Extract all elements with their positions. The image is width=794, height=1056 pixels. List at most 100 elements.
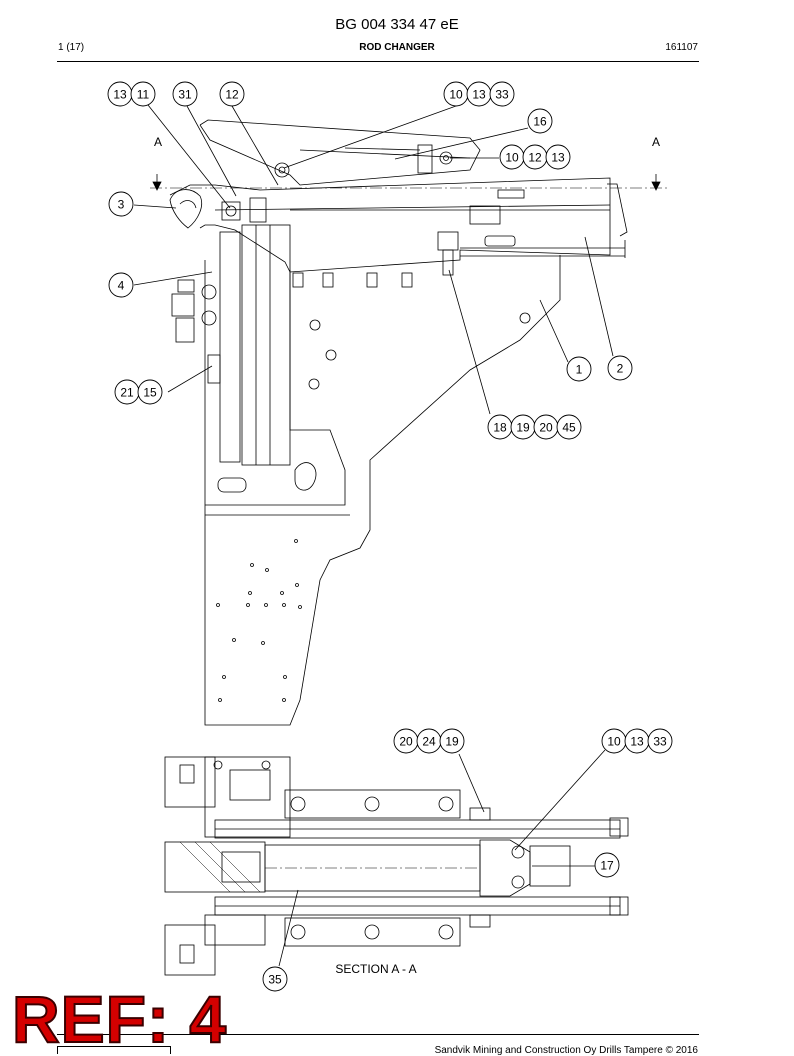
callout-number: 3: [118, 198, 125, 212]
page-indicator: 1 (17): [58, 42, 85, 53]
small-hole: [216, 603, 220, 607]
bolt-circle: [225, 205, 237, 217]
callout-number: 4: [118, 279, 125, 293]
tab: [497, 189, 525, 199]
fitting: [171, 293, 195, 317]
bolt: [292, 272, 304, 288]
hole: [519, 312, 531, 324]
callout-circle: [439, 728, 465, 754]
callout-number: 33: [653, 735, 667, 749]
clamp-body: [221, 851, 261, 883]
leader: [283, 105, 457, 169]
callout-number: 11: [137, 88, 150, 102]
bolt: [401, 272, 413, 288]
hatch: [179, 841, 231, 893]
upper-rail: [284, 789, 461, 819]
callout-circle: [130, 81, 156, 107]
section-arrowhead-left: [152, 181, 162, 191]
rail-bolt: [290, 796, 306, 812]
callout-number: 2: [617, 362, 624, 376]
header-rule: [57, 61, 699, 62]
callout-number: 24: [422, 735, 436, 749]
small-hole: [250, 563, 254, 567]
pin: [274, 162, 290, 178]
small-hole: [282, 698, 286, 702]
rail-bolt: [438, 924, 454, 940]
callout-circle: [262, 966, 288, 992]
leader: [448, 269, 491, 415]
bracket: [249, 197, 267, 223]
cover-line: [344, 147, 421, 151]
arm-line: [214, 204, 611, 211]
section-marker-right: A: [652, 135, 660, 149]
callout-number: 13: [630, 735, 644, 749]
callout-number: 13: [551, 151, 565, 165]
cylinder: [219, 231, 241, 463]
left-frame: [164, 756, 216, 808]
callout-circle: [172, 81, 198, 107]
company-logo: [57, 1046, 171, 1054]
left-frame-detail: [179, 764, 195, 784]
bolt: [322, 272, 334, 288]
lower-housing: [204, 914, 266, 946]
leader: [186, 105, 237, 197]
rail-bolt: [290, 924, 306, 940]
callout-circle: [108, 191, 134, 217]
rail-bolt: [364, 796, 380, 812]
callout-number: 19: [445, 735, 459, 749]
small-hole: [246, 603, 250, 607]
bolt-group: [437, 231, 459, 251]
callout-number: 12: [225, 88, 239, 102]
section-marker-left: A: [154, 135, 162, 149]
callout-number: 17: [600, 859, 614, 873]
callout-number: 12: [528, 151, 542, 165]
leader: [539, 299, 569, 363]
left-frame-detail: [179, 944, 195, 964]
hole: [325, 349, 337, 361]
bolt: [366, 272, 378, 288]
right-end: [609, 817, 629, 837]
callout-number: 21: [120, 386, 134, 400]
cutout: [294, 462, 317, 491]
callout-number: 45: [562, 421, 576, 435]
drawing-title: ROD CHANGER: [359, 42, 435, 53]
slot: [484, 235, 516, 247]
callout-number: 16: [533, 115, 547, 129]
fitting-nut: [201, 284, 217, 300]
callout-circle: [545, 144, 571, 170]
callout-number: 10: [607, 735, 621, 749]
bolt-circle: [213, 760, 223, 770]
callout-circle: [607, 355, 633, 381]
footer-rule: [57, 1034, 699, 1035]
fitting: [177, 279, 195, 293]
jaw-pin: [511, 875, 525, 889]
footer-copyright: Sandvik Mining and Construction Oy Drill…: [434, 1045, 698, 1056]
small-hole: [264, 603, 268, 607]
section-label: SECTION A - A: [335, 962, 416, 976]
section-arrowhead-right: [651, 181, 661, 191]
callout-circle: [594, 852, 620, 878]
small-hole: [265, 568, 269, 572]
pin-center: [278, 166, 286, 174]
block: [469, 205, 501, 225]
small-hole: [298, 605, 302, 609]
callout-circle: [219, 81, 245, 107]
leader: [394, 127, 529, 160]
callout-circle: [556, 414, 582, 440]
fitting: [175, 317, 195, 343]
callout-number: 20: [399, 735, 413, 749]
small-hole: [222, 675, 226, 679]
main-arm: [169, 177, 611, 273]
lower-rail: [284, 917, 461, 947]
bolt-head: [221, 201, 241, 221]
leader: [278, 889, 299, 967]
housing-block: [229, 769, 271, 801]
small-hole: [248, 591, 252, 595]
fitting-nut: [201, 310, 217, 326]
leader: [133, 204, 177, 209]
ref-stamp: REF: 4: [11, 982, 228, 1056]
nut: [469, 914, 491, 928]
callout-circle: [566, 356, 592, 382]
